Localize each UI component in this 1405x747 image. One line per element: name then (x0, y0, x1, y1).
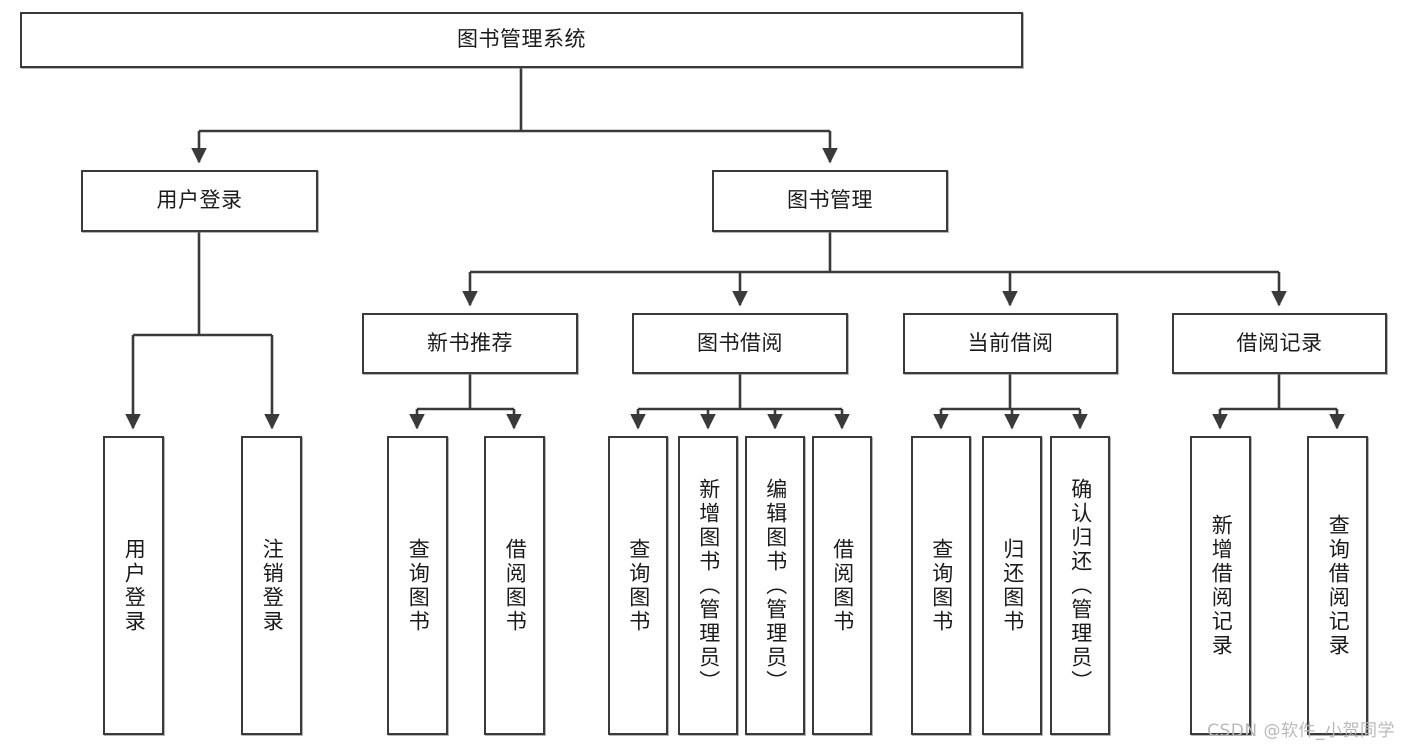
leaf-edit-book-admin-label: 编辑图书（管理员） (763, 477, 788, 694)
leaf-query-book-recommend-label: 查询图书 (406, 537, 431, 634)
node-book-management-label: 图书管理 (787, 188, 873, 213)
node-new-book-recommend[interactable]: 新书推荐 (362, 313, 578, 374)
node-borrow-record-label: 借阅记录 (1236, 330, 1323, 355)
leaf-query-book-current[interactable]: 查询图书 (911, 436, 971, 735)
node-book-borrow[interactable]: 图书借阅 (632, 313, 848, 374)
leaf-user-logout-label: 注销登录 (260, 537, 285, 634)
leaf-query-borrow-record[interactable]: 查询借阅记录 (1307, 436, 1368, 735)
leaf-query-book-recommend[interactable]: 查询图书 (387, 436, 448, 735)
leaf-user-logout[interactable]: 注销登录 (241, 436, 302, 735)
leaf-add-borrow-record[interactable]: 新增借阅记录 (1190, 436, 1251, 735)
leaf-confirm-return-admin[interactable]: 确认归还（管理员） (1050, 436, 1110, 735)
leaf-query-book-borrow[interactable]: 查询图书 (608, 436, 668, 735)
leaf-return-book-label: 归还图书 (1000, 537, 1025, 634)
node-root[interactable]: 图书管理系统 (20, 12, 1023, 68)
leaf-borrow-book-label: 借阅图书 (830, 537, 855, 634)
leaf-user-login-label: 用户登录 (122, 537, 147, 634)
node-book-management[interactable]: 图书管理 (712, 170, 948, 232)
leaf-add-borrow-record-label: 新增借阅记录 (1209, 513, 1234, 658)
leaf-borrow-book[interactable]: 借阅图书 (812, 436, 872, 735)
node-current-borrow[interactable]: 当前借阅 (903, 313, 1118, 374)
node-borrow-record[interactable]: 借阅记录 (1172, 313, 1387, 374)
leaf-add-book-admin-label: 新增图书（管理员） (696, 477, 721, 694)
leaf-confirm-return-admin-label: 确认归还（管理员） (1068, 477, 1093, 694)
node-user-login-label: 用户登录 (156, 188, 243, 213)
leaf-borrow-book-recommend[interactable]: 借阅图书 (484, 436, 545, 735)
leaf-edit-book-admin[interactable]: 编辑图书（管理员） (745, 436, 805, 735)
leaf-query-borrow-record-label: 查询借阅记录 (1326, 513, 1351, 658)
node-book-borrow-label: 图书借阅 (697, 330, 783, 355)
leaf-query-book-borrow-label: 查询图书 (626, 537, 651, 634)
node-current-borrow-label: 当前借阅 (967, 330, 1054, 355)
node-new-book-recommend-label: 新书推荐 (427, 330, 513, 355)
leaf-return-book[interactable]: 归还图书 (982, 436, 1042, 735)
leaf-add-book-admin[interactable]: 新增图书（管理员） (678, 436, 738, 735)
leaf-user-login[interactable]: 用户登录 (103, 436, 164, 735)
node-root-label: 图书管理系统 (457, 27, 586, 52)
leaf-query-book-current-label: 查询图书 (929, 537, 954, 634)
node-user-login[interactable]: 用户登录 (81, 170, 318, 232)
watermark: CSDN @软件_小贺同学 (1207, 721, 1395, 741)
leaf-borrow-book-recommend-label: 借阅图书 (503, 537, 528, 634)
